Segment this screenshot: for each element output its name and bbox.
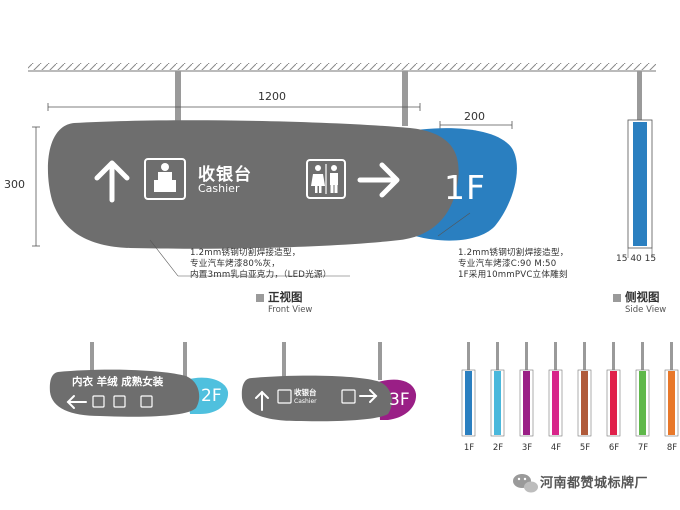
hanging-rod-left	[175, 71, 181, 123]
floor-sample-label: 5F	[579, 443, 591, 453]
dimension-tab-width-label: 200	[464, 110, 485, 123]
floor-sample-label: 2F	[492, 443, 504, 453]
tab-note-line: 1F采用10mmPVC立体雕刻	[458, 270, 568, 280]
floor-sample-rod	[467, 342, 470, 372]
main-sign-label-en: Cashier	[198, 182, 240, 195]
front-view-title: 正视图	[268, 290, 303, 304]
cashier-icon	[144, 158, 186, 200]
floor-sample-rod	[612, 342, 615, 372]
floor-sample-rod	[641, 342, 644, 372]
floor-sample-rod	[554, 342, 557, 372]
floor-sample-color	[639, 371, 646, 435]
side-view-caption: 侧视图 Side View	[613, 289, 666, 315]
main-sign-body	[47, 120, 459, 249]
front-view-subtitle: Front View	[268, 305, 313, 315]
small-sign-2-floor: 3F	[389, 390, 410, 410]
floor-sample-color	[523, 371, 530, 435]
tab-note-line: 1.2mm锈钢切割焊接造型，	[458, 248, 569, 258]
side-dim-right: 15	[644, 254, 657, 264]
front-note-line: 1.2mm锈钢切割焊接造型，	[190, 248, 301, 258]
front-note-line: 内置3mm乳白亚克力，（LED光源）	[190, 270, 332, 280]
small-sign-2f	[49, 342, 229, 417]
floor-sample-rod	[496, 342, 499, 372]
dimension-height-label: 300	[4, 178, 25, 191]
floor-color-samples	[461, 342, 679, 437]
side-view-subtitle: Side View	[625, 305, 667, 315]
side-dim-mid: 40	[630, 254, 642, 264]
side-view	[627, 71, 653, 258]
small-sign-2-title-en: Cashier	[294, 398, 317, 405]
floor-sample-color	[552, 371, 559, 435]
floor-sample-label: 8F	[666, 443, 678, 453]
caption-square-icon	[256, 294, 264, 302]
main-sign-floor: 1F	[444, 168, 486, 207]
tab-notes: 1.2mm锈钢切割焊接造型， 专业汽车烤漆C:90 M:50 1F采用10mmP…	[458, 248, 569, 281]
leader-lines	[149, 212, 471, 277]
front-note-line: 专业汽车烤漆80%灰，	[190, 259, 281, 269]
floor-sample-color	[581, 371, 588, 435]
front-notes: 1.2mm锈钢切割焊接造型， 专业汽车烤漆80%灰， 内置3mm乳白亚克力，（L…	[190, 248, 331, 281]
small-sign-1-floor: 2F	[201, 386, 222, 406]
ceiling	[28, 63, 656, 72]
brand-name: 河南都赞城标牌厂	[540, 476, 649, 491]
side-dim-left: 15	[616, 254, 628, 264]
small-sign-3f	[241, 342, 417, 422]
dimension-tab-width	[439, 121, 513, 129]
floor-sample-color	[465, 371, 472, 435]
hanging-rod-right	[402, 71, 408, 126]
floor-sample-label: 3F	[521, 443, 533, 453]
dimension-height	[32, 126, 40, 247]
up-arrow-icon	[94, 160, 130, 203]
floor-sample-rod	[583, 342, 586, 372]
floor-sample-color	[668, 371, 675, 435]
floor-sample-color	[610, 371, 617, 435]
front-view-caption: 正视图 Front View	[256, 289, 312, 315]
side-dimension-labels: 15 40 15	[616, 254, 656, 264]
small-sign-1-title: 内衣 羊绒 成熟女装	[72, 376, 164, 388]
restroom-icon	[306, 159, 346, 199]
floor-sample-label: 7F	[637, 443, 649, 453]
floor-sample-rod	[525, 342, 528, 372]
main-sign-label-zh: 收银台	[198, 165, 252, 185]
floor-sample-rod	[670, 342, 673, 372]
right-arrow-icon	[357, 162, 400, 198]
caption-square-icon	[613, 294, 621, 302]
floor-sample-label: 4F	[550, 443, 562, 453]
tab-note-line: 专业汽车烤漆C:90 M:50	[458, 259, 557, 269]
dimension-width	[47, 103, 421, 111]
small-sign-2-title-zh: 收银台	[294, 388, 317, 397]
wechat-icon	[513, 474, 538, 493]
side-view-title: 侧视图	[625, 290, 660, 304]
floor-sample-color	[494, 371, 501, 435]
floor-sample-label: 1F	[463, 443, 475, 453]
floor-sample-label: 6F	[608, 443, 620, 453]
dimension-width-label: 1200	[258, 90, 286, 103]
